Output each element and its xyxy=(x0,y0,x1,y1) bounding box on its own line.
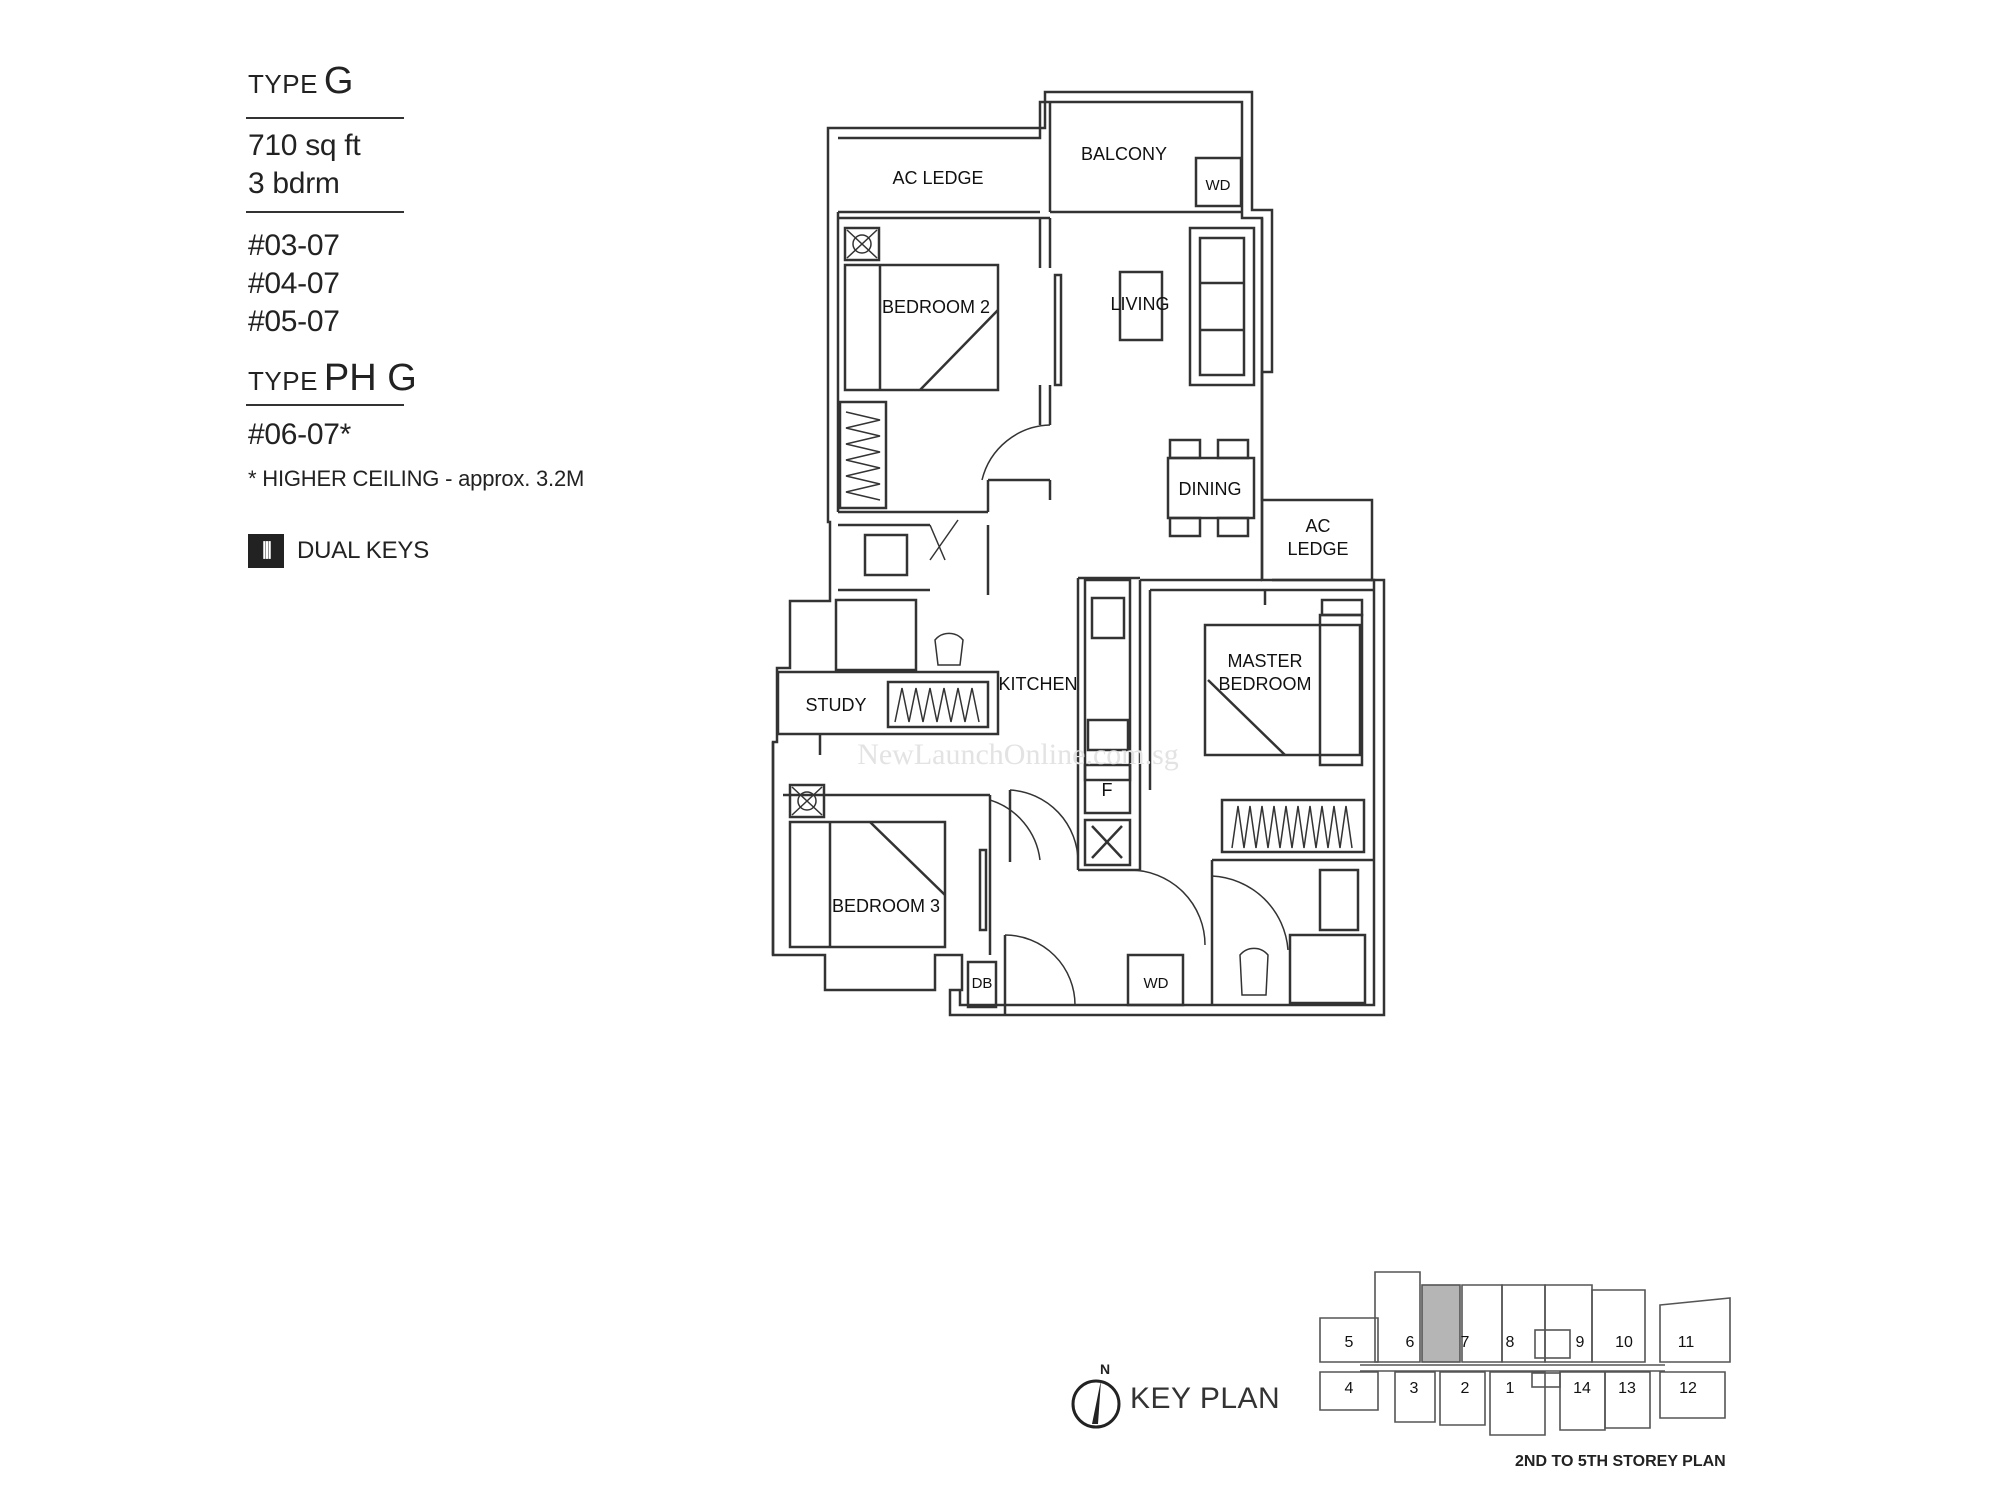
db-label: DB xyxy=(972,975,993,992)
divider xyxy=(246,117,404,119)
dining-label: DINING xyxy=(1179,479,1242,499)
dual-keys-icon: ⫴ xyxy=(248,534,284,568)
ac-ledge-label: AC LEDGE xyxy=(892,168,983,188)
key-plan-title: KEY PLAN xyxy=(1130,1382,1281,1415)
key-unit-14: 14 xyxy=(1573,1380,1591,1397)
ph-unit-number: #06-07* xyxy=(248,418,351,451)
dual-keys-label: DUAL KEYS xyxy=(297,537,430,564)
plan-walls xyxy=(771,90,1386,1017)
dual-keys-legend: ⫴ DUAL KEYS xyxy=(248,534,668,568)
study-label: STUDY xyxy=(805,695,866,715)
watermark: NewLaunchOnline.com.sg xyxy=(857,738,1179,771)
unit-number: #03-07 xyxy=(248,229,340,262)
fridge-label: F xyxy=(1102,780,1113,800)
unit-list: #03-07 #04-07 #05-07 xyxy=(248,227,668,341)
key-unit-2: 2 xyxy=(1461,1380,1470,1397)
wd-bottom-label: WD xyxy=(1144,975,1169,992)
unit-area: 710 sq ft xyxy=(248,129,361,162)
north-arrow: N xyxy=(1071,1361,1121,1429)
type-code: G xyxy=(323,60,354,102)
highlighted-unit-7 xyxy=(1421,1284,1461,1363)
master-bedroom-label: BEDROOM xyxy=(1218,674,1311,694)
ph-ceiling-note: * HIGHER CEILING - approx. 3.2M xyxy=(248,466,585,491)
ph-type-code: PH G xyxy=(323,357,417,399)
type-prefix: TYPE xyxy=(248,69,318,99)
key-unit-3: 3 xyxy=(1410,1380,1419,1397)
aircon-icon xyxy=(852,234,872,254)
divider xyxy=(246,404,404,406)
aircon-icons xyxy=(797,234,872,811)
living-label: LIVING xyxy=(1110,294,1169,314)
key-unit-13: 13 xyxy=(1618,1380,1636,1397)
ac-ledge-right-label: LEDGE xyxy=(1287,539,1348,559)
kitchen-label: KITCHEN xyxy=(998,674,1077,694)
key-unit-4: 4 xyxy=(1345,1380,1354,1397)
north-circle-icon xyxy=(1071,1379,1121,1429)
key-unit-8: 8 xyxy=(1506,1334,1515,1351)
north-label: N xyxy=(1100,1361,1110,1377)
ac-ledge-right-label: AC xyxy=(1305,516,1330,536)
balcony-label: BALCONY xyxy=(1081,144,1167,164)
aircon-icon xyxy=(797,791,817,811)
master-bedroom-label: MASTER xyxy=(1227,651,1302,671)
storey-plan-label: 2ND TO 5TH STOREY PLAN xyxy=(1515,1453,1726,1470)
divider xyxy=(246,211,404,213)
key-plan-diagram: 5 6 7 8 9 10 11 4 3 2 1 14 13 12 xyxy=(1319,1271,1731,1436)
wd-label: WD xyxy=(1206,177,1231,194)
key-unit-7: 7 xyxy=(1461,1334,1470,1351)
unit-bedrooms: 3 bdrm xyxy=(248,167,340,200)
key-unit-6: 6 xyxy=(1406,1334,1415,1351)
key-unit-9: 9 xyxy=(1576,1334,1585,1351)
key-unit-10: 10 xyxy=(1615,1334,1633,1351)
key-unit-11: 11 xyxy=(1678,1334,1695,1351)
north-arrow-icon xyxy=(1092,1380,1101,1424)
key-unit-12: 12 xyxy=(1679,1380,1697,1397)
unit-number: #04-07 xyxy=(248,267,340,300)
unit-number: #05-07 xyxy=(248,305,340,338)
bedroom-2-label: BEDROOM 2 xyxy=(882,297,990,317)
ph-type-prefix: TYPE xyxy=(248,366,318,396)
key-unit-1: 1 xyxy=(1506,1380,1515,1397)
key-unit-5: 5 xyxy=(1345,1334,1354,1351)
bedroom-3-label: BEDROOM 3 xyxy=(832,896,940,916)
